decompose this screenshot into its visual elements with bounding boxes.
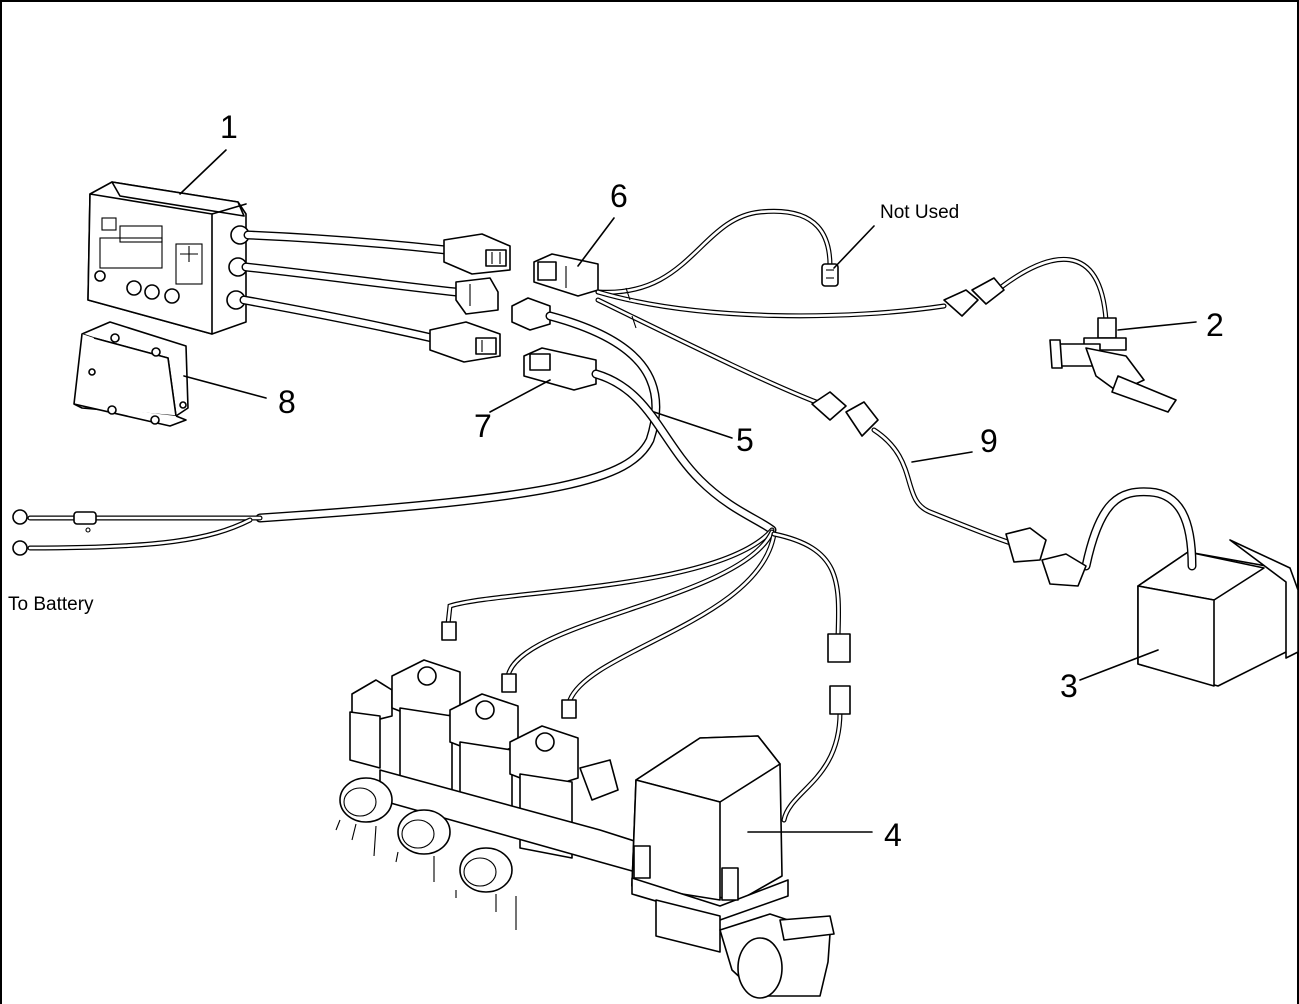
flow-sensor	[1049, 317, 1177, 413]
boom-valve-manifold	[335, 659, 651, 930]
radar-inline-connector	[811, 391, 879, 437]
mounting-bracket	[73, 321, 189, 427]
leader-lines	[179, 149, 1197, 833]
callout-3: 3	[1060, 668, 1078, 704]
harness-connector-7	[523, 347, 597, 391]
motorized-control-valve	[631, 735, 835, 999]
console-cables	[239, 230, 461, 343]
callout-9: 9	[980, 423, 998, 459]
callout-2: 2	[1206, 307, 1224, 343]
battery-leads	[12, 509, 263, 556]
console-connector-a	[443, 233, 511, 275]
callout-1: 1	[220, 109, 238, 145]
control-console	[87, 181, 250, 335]
callout-6: 6	[610, 178, 628, 214]
callout-8: 8	[278, 384, 296, 420]
to-battery-note: To Battery	[8, 594, 94, 615]
unused-pigtail	[821, 263, 839, 287]
not-used-note: Not Used	[880, 202, 959, 223]
console-connector-b	[455, 277, 499, 315]
callout-5: 5	[736, 422, 754, 458]
radar-unit	[1081, 487, 1299, 687]
valve-harness-wires	[445, 527, 843, 823]
callout-labels: 1 2 3 4 5 6 7 8 9 Not Used To Battery	[8, 109, 1224, 853]
main-harness-cable-5	[255, 311, 777, 535]
console-connector-c	[429, 321, 501, 363]
callout-4: 4	[884, 817, 902, 853]
harness-connector-center	[511, 297, 551, 331]
flow-inline-connector	[943, 277, 1005, 317]
valve-connectors	[441, 621, 851, 719]
sensor-wires	[595, 208, 1109, 549]
callout-7: 7	[474, 408, 492, 444]
radar-connector	[1005, 527, 1087, 587]
harness-connector-6	[533, 253, 599, 297]
